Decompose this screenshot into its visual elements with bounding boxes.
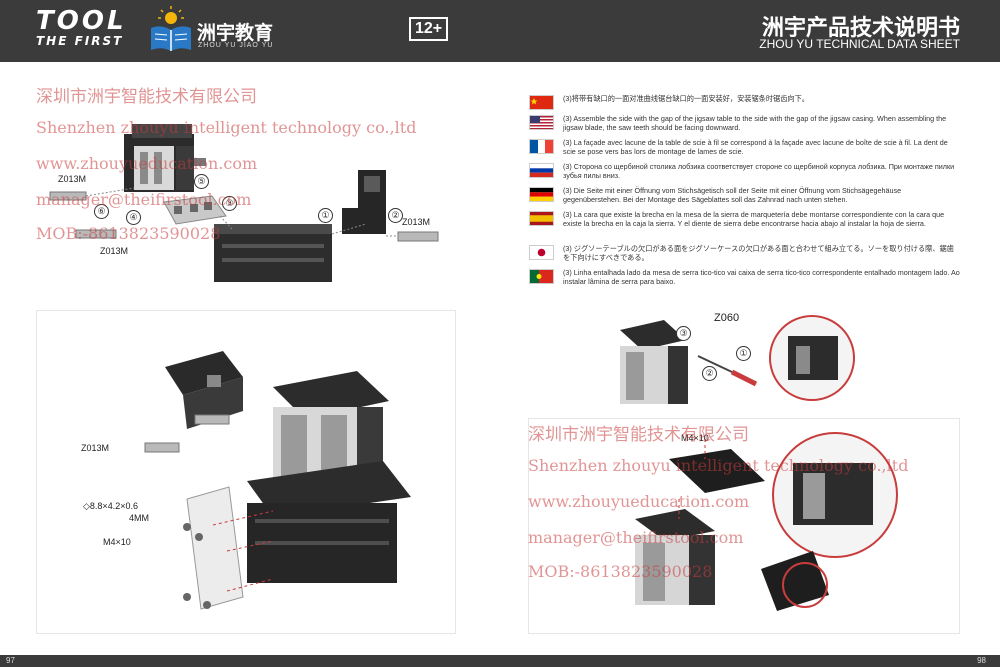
book-sun-logo-icon [151,6,191,51]
figure-1-drawing [49,124,439,282]
watermark-company-en: Shenzhen zhouyu intelligent technology c… [528,456,909,475]
label-o-ring-spec: ◇8.8×4.2×0.6 [83,501,138,511]
label-z013m: Z013M [402,217,431,227]
watermark-website: www.zhouyueducation.com [528,492,750,511]
screws-part [183,523,211,609]
callout-5: ⑤ [194,174,209,189]
instruction-row: (3) Assemble the side with the gap of th… [529,114,959,136]
instruction-text-en: (3) Assemble the side with the gap of th… [563,114,947,132]
germany-flag-icon [529,187,554,202]
jigsaw-base-part [247,461,411,583]
china-flag-icon [529,95,554,110]
france-flag-icon [529,139,554,154]
usa-flag-icon [529,115,554,130]
callout-1: ① [736,346,751,361]
label-z013m: Z013M [58,174,87,184]
instruction-text-ru: (3) Сторона со щербиной столика лобзика … [563,162,955,180]
instruction-text-fr: (3) La façade avec lacune de la table de… [563,138,948,156]
instruction-text-es: (3) La cara que existe la brecha en la m… [563,210,945,228]
instruction-row: (3) La façade avec lacune de la table de… [529,138,959,160]
transparent-plate-part [186,486,244,610]
figure-1-panel: Z013M Z013M Z013M ① ② ③ ④ ⑤ ⑥ [36,84,454,302]
japan-flag-icon [529,245,554,260]
callout-2: ② [388,208,403,223]
l-bracket-part [342,170,386,234]
callout-6: ⑥ [94,204,109,219]
footer-bar [0,655,1000,667]
document-title-cn: 洲宇产品技术说明书 [761,16,960,41]
label-z013m: Z013M [81,443,110,453]
brand-name-cn: 洲宇教育 [197,22,274,44]
instruction-row: (3)将带有缺口的一面对准曲线锯台缺口的一面安装好，安装锯条时锯齿向下。 [529,94,959,110]
jigsaw-assembly-part [635,509,715,605]
instruction-row: (3) ジグソーテーブルの欠口がある面をジグソーケースの欠口がある面と合わせて組… [529,244,959,266]
figure-4-drawing [635,432,898,611]
watermark-company-en: Shenzhen zhouyu intelligent technology c… [36,118,417,137]
header-bar: TOOL THE FIRST 洲宇教育 ZHOU YU JIAO YU 12+ … [0,0,1000,62]
document-title-en: ZHOU YU TECHNICAL DATA SHEET [759,37,960,51]
instruction-text-pt: (3) Linha entalhada lado da mesa de serr… [563,268,960,286]
label-m4x10: M4×10 [103,537,131,547]
jigsaw-assembly-part [620,320,688,404]
instruction-row: (3) Linha entalhada lado da mesa de serr… [529,268,960,290]
watermark-email: manager@theifirstool.com [528,528,744,547]
instruction-text-de: (3) Die Seite mit einer Öffnung vom Stic… [563,186,902,204]
brand-name-pinyin: ZHOU YU JIAO YU [198,42,274,49]
motor-housing-part [124,124,206,192]
russia-flag-icon [529,163,554,178]
watermark-mobile: MOB:-8613823590028 [528,562,713,581]
table-top-plate-part [761,551,829,611]
logo-the-first: THE FIRST [36,34,124,48]
nut-bar-part [75,229,117,239]
figure-3-drawing [620,315,855,404]
instruction-row: (3) La cara que existe la brecha en la m… [529,210,959,240]
portugal-flag-icon [529,269,554,284]
watermark-company-cn: 深圳市洲宇智能技术有限公司 [528,425,749,445]
callout-3: ③ [222,196,237,211]
callout-1: ① [318,208,333,223]
instruction-row: (3) Die Seite mit einer Öffnung vom Stic… [529,186,959,208]
figure-2-panel: Z013M ◇8.8×4.2×0.6 4MM M4×10 [36,310,456,634]
instruction-text-ja: (3) ジグソーテーブルの欠口がある面をジグソーケースの欠口がある面と合わせて組… [563,244,954,262]
label-m4x10: M4×10 [681,433,709,443]
watermark-company-cn: 深圳市洲宇智能技术有限公司 [36,87,257,107]
aluminum-connector-part [163,195,227,225]
callout-2: ② [702,366,717,381]
figure-3-panel: Z060 ③ ① ② [602,310,864,410]
spain-flag-icon [529,211,554,226]
instruction-text-zh: (3)将带有缺口的一面对准曲线锯台缺口的一面安装好，安装锯条时锯齿向下。 [563,94,809,103]
screwdriver-icon [697,355,758,387]
watermark-mobile: MOB:-8613823590028 [36,224,221,243]
instruction-row: (3) Сторона со щербиной столика лобзика … [529,162,959,184]
nut-bar-part [194,414,230,425]
logo-tool: TOOL [36,6,127,36]
nut-bar-part [397,231,439,242]
label-z060: Z060 [714,312,740,324]
nut-bar-part [144,442,180,453]
watermark-email: manager@theifirstool.com [36,190,252,209]
label-4mm: 4MM [129,513,149,523]
table-top-plate-part [669,449,765,493]
callout-3: ③ [676,326,691,341]
watermark-website: www.zhouyueducation.com [36,154,258,173]
figure-4-panel: M4×10 [528,418,960,634]
label-z013m: Z013M [100,246,129,256]
page-number-right: 98 [977,656,986,665]
callout-4: ④ [126,210,141,225]
figure-2-drawing [144,351,411,610]
jigsaw-base-part [214,224,332,282]
page-number-left: 97 [6,656,15,665]
age-badge: 12+ [409,17,449,41]
